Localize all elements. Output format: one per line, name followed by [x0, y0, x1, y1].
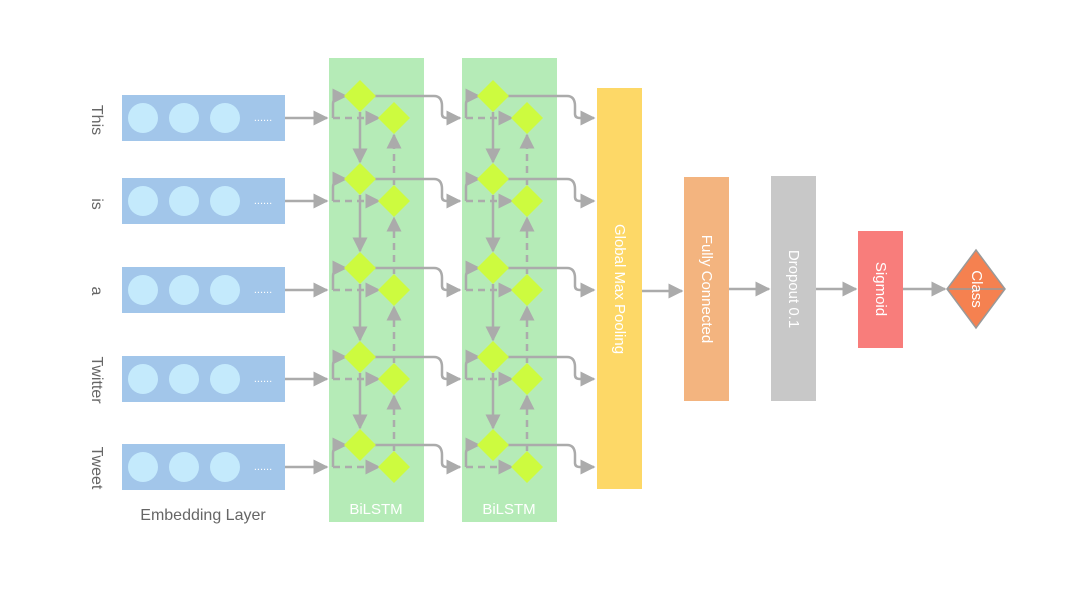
bilstm1-output-arrow-3 — [374, 266, 462, 298]
bilstm2-forward-cell-5 — [477, 429, 509, 461]
bilstm-label-1: BiLSTM — [349, 501, 402, 518]
sigmoid-block — [858, 231, 903, 348]
bilstm2-input-to-forward-5 — [464, 437, 481, 467]
bilstm1-forward-cell-3 — [344, 252, 376, 284]
connector-arrows — [285, 88, 947, 475]
embedding-unit-is-1 — [128, 186, 158, 216]
embedding-layer-label: Embedding Layer — [140, 507, 266, 524]
embedding-ellipsis-this: ...... — [254, 112, 272, 124]
embedding-unit-a-1 — [128, 275, 158, 305]
bilstm-label-2: BiLSTM — [482, 501, 535, 518]
bilstm2-output-arrow-5 — [507, 443, 596, 475]
bilstm2-backward-cell-5 — [511, 451, 543, 483]
lstm-cells — [344, 80, 543, 483]
bilstm1-output-arrow-1 — [374, 94, 462, 126]
dropout-block — [771, 176, 816, 401]
embedding-unit-this-2 — [169, 103, 199, 133]
bilstm1-output-arrow-5 — [374, 443, 462, 475]
bilstm2-forward-cell-3 — [477, 252, 509, 284]
embedding-unit-twitter-3 — [210, 364, 240, 394]
bilstm1-backward-cell-3 — [378, 274, 410, 306]
global-max-pooling-label: Global Max Pooling — [611, 224, 628, 354]
embedding-ellipsis-is: ...... — [254, 195, 272, 207]
dropout-label: Dropout 0.1 — [785, 250, 802, 328]
embedding-unit-tweet-2 — [169, 452, 199, 482]
token-label-is: is — [88, 198, 105, 210]
bilstm2-output-arrow-1 — [507, 94, 596, 126]
bilstm1-input-to-forward-1 — [331, 88, 348, 118]
token-label-a: a — [88, 287, 105, 296]
bilstm1-input-to-forward-3 — [331, 260, 348, 290]
bilstm1-output-arrow-4 — [374, 355, 462, 387]
bilstm2-forward-cell-4 — [477, 341, 509, 373]
embedding-unit-a-3 — [210, 275, 240, 305]
bilstm2-backward-cell-4 — [511, 363, 543, 395]
embedding-unit-twitter-2 — [169, 364, 199, 394]
embedding-layer: .............................. — [122, 95, 285, 490]
bilstm2-output-arrow-4 — [507, 355, 596, 387]
bilstm2-output-arrow-3 — [507, 266, 596, 298]
embedding-unit-this-3 — [210, 103, 240, 133]
bilstm1-input-to-forward-4 — [331, 349, 348, 379]
bilstm2-backward-cell-3 — [511, 274, 543, 306]
bilstm1-forward-cell-4 — [344, 341, 376, 373]
bilstm1-backward-cell-1 — [378, 102, 410, 134]
bilstm2-backward-cell-2 — [511, 185, 543, 217]
bilstm2-input-to-forward-1 — [464, 88, 481, 118]
embedding-ellipsis-a: ...... — [254, 284, 272, 296]
bilstm1-input-to-forward-2 — [331, 171, 348, 201]
class-output-label: Class — [968, 270, 985, 308]
bilstm1-forward-cell-2 — [344, 163, 376, 195]
token-label-tweet: Tweet — [88, 447, 105, 490]
bilstm1-output-arrow-2 — [374, 177, 462, 209]
embedding-unit-is-2 — [169, 186, 199, 216]
bilstm1-input-to-forward-5 — [331, 437, 348, 467]
bilstm1-forward-cell-1 — [344, 80, 376, 112]
fully-connected-block — [684, 177, 729, 401]
bilstm2-forward-cell-1 — [477, 80, 509, 112]
bilstm2-output-arrow-2 — [507, 177, 596, 209]
embedding-unit-tweet-3 — [210, 452, 240, 482]
bilstm2-input-to-forward-3 — [464, 260, 481, 290]
global-max-pooling-block — [597, 88, 642, 489]
embedding-unit-is-3 — [210, 186, 240, 216]
bilstm2-input-to-forward-2 — [464, 171, 481, 201]
bilstm1-backward-cell-2 — [378, 185, 410, 217]
sigmoid-label: Sigmoid — [872, 262, 889, 316]
bilstm2-backward-cell-1 — [511, 102, 543, 134]
bilstm1-backward-cell-5 — [378, 451, 410, 483]
embedding-unit-tweet-1 — [128, 452, 158, 482]
embedding-unit-this-1 — [128, 103, 158, 133]
embedding-unit-twitter-1 — [128, 364, 158, 394]
bilstm2-input-to-forward-4 — [464, 349, 481, 379]
embedding-unit-a-2 — [169, 275, 199, 305]
embedding-ellipsis-twitter: ...... — [254, 373, 272, 385]
fully-connected-label: Fully Connected — [698, 235, 715, 343]
token-label-twitter: Twitter — [88, 356, 105, 404]
bilstm1-backward-cell-4 — [378, 363, 410, 395]
bilstm1-forward-cell-5 — [344, 429, 376, 461]
bilstm2-forward-cell-2 — [477, 163, 509, 195]
token-label-this: This — [88, 105, 105, 135]
embedding-ellipsis-tweet: ...... — [254, 461, 272, 473]
